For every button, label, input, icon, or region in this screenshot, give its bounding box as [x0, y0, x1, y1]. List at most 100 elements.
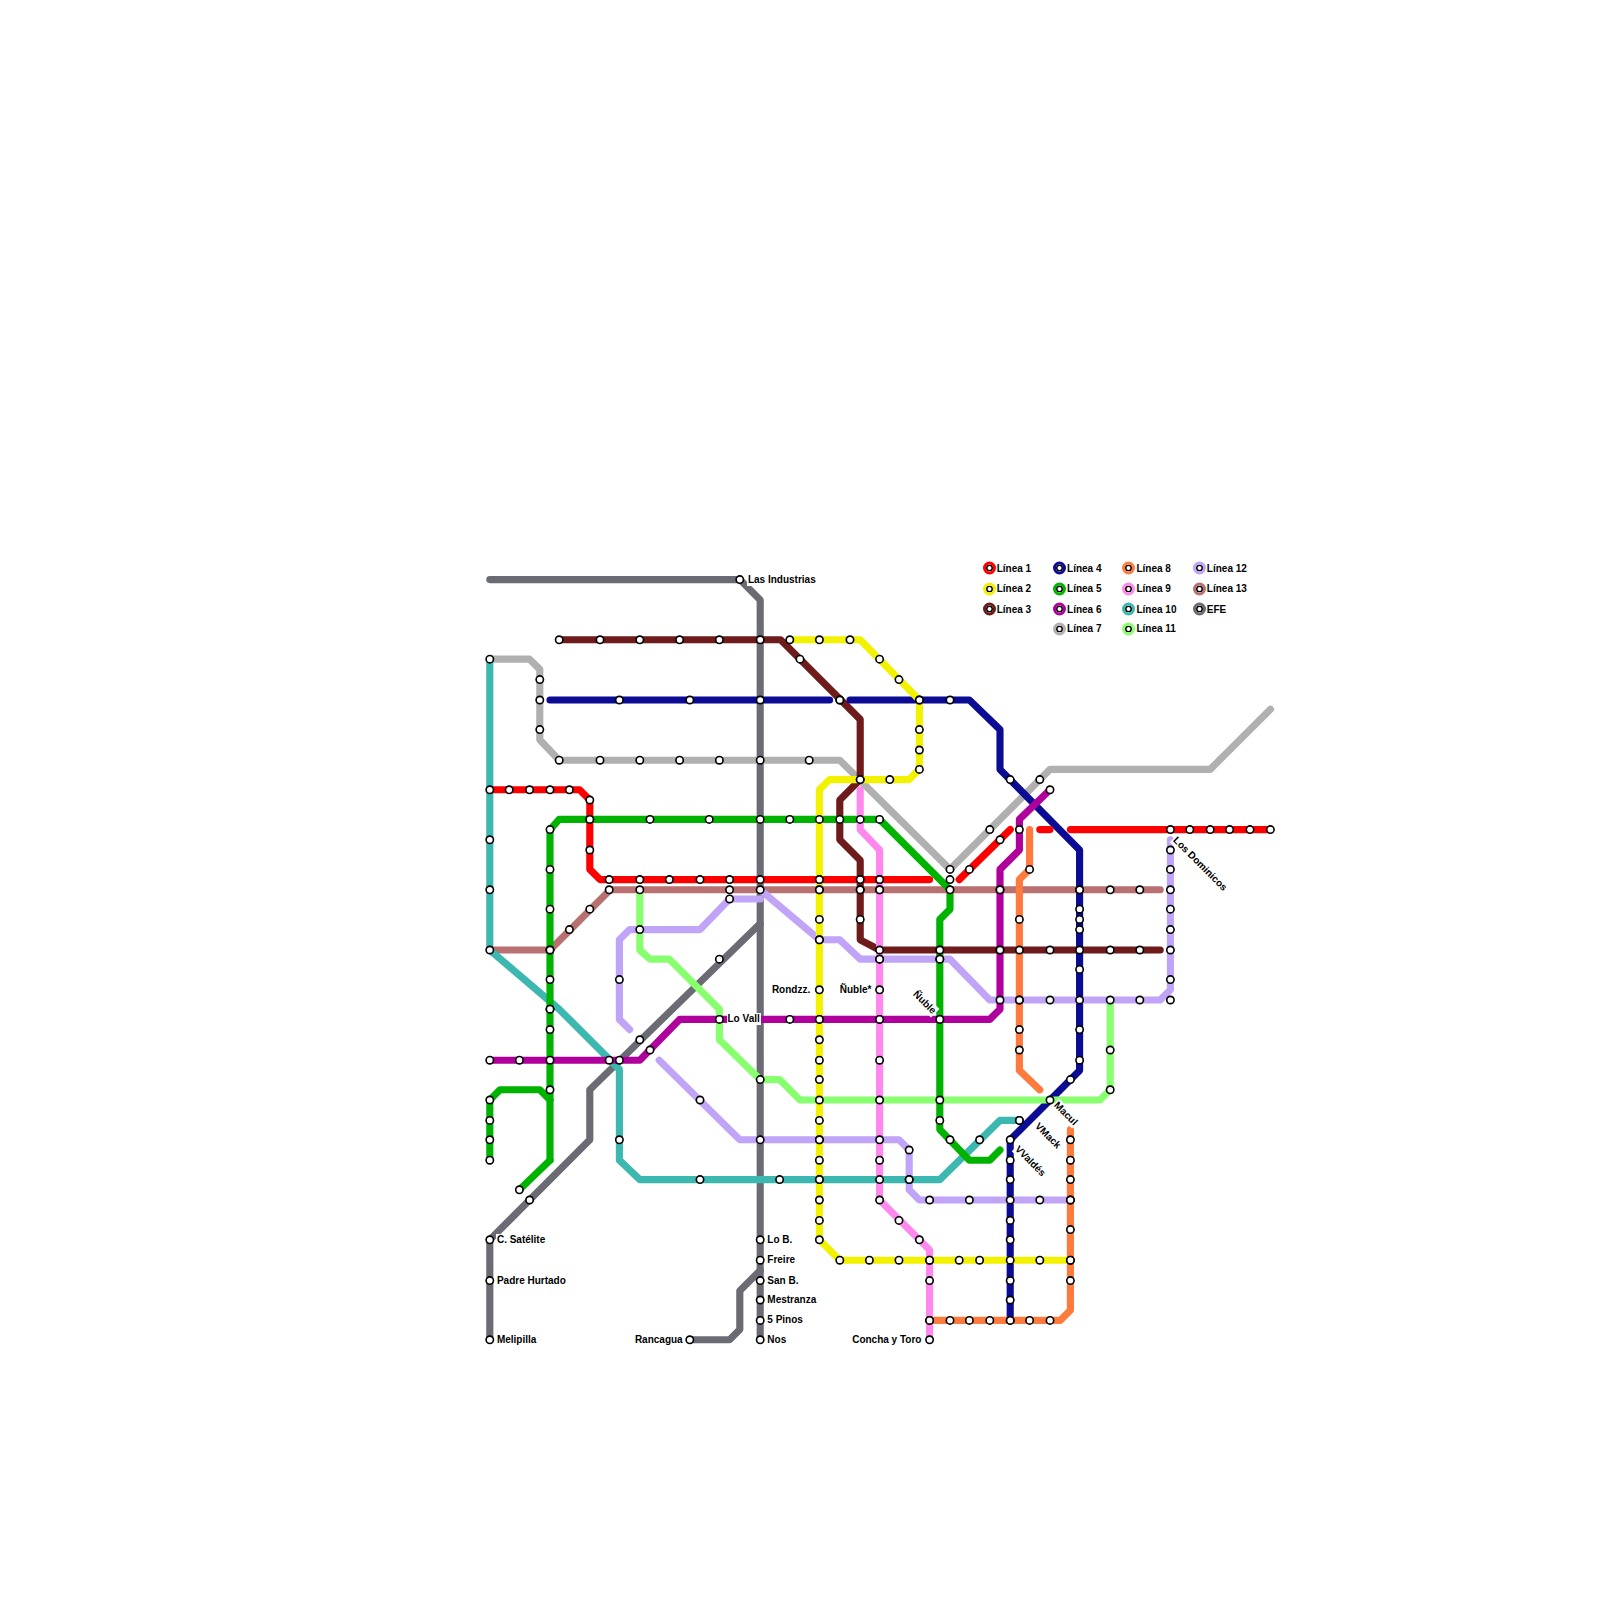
station-dot	[1107, 1046, 1114, 1053]
legend-entry: Línea 2	[983, 582, 1031, 595]
station-dot	[716, 1016, 723, 1023]
station-dot	[895, 1217, 902, 1224]
station-dot	[1167, 996, 1174, 1003]
legend-entry: Línea 12	[1193, 562, 1247, 575]
stations	[486, 576, 1274, 1344]
station-dot	[616, 1057, 623, 1064]
station-dot	[757, 1296, 764, 1303]
station-dot	[1007, 1317, 1014, 1324]
station-dot	[836, 696, 843, 703]
station-dot	[1036, 776, 1043, 783]
legend-entry: Línea 6	[1053, 603, 1101, 616]
station-dot	[546, 976, 553, 983]
station-dot	[616, 1136, 623, 1143]
station-dot	[1046, 1096, 1053, 1103]
route-lines	[490, 580, 1271, 1340]
station-dot	[1167, 906, 1174, 913]
station-dot	[836, 696, 843, 703]
station-dot	[1167, 846, 1174, 853]
station-dot	[876, 956, 883, 963]
station-dot	[757, 876, 764, 883]
station-dot	[1067, 1257, 1074, 1264]
route-line	[490, 580, 760, 1340]
station-dot	[816, 876, 823, 883]
station-dot	[586, 846, 593, 853]
station-label: VMack	[1031, 1120, 1063, 1152]
station-dot	[1007, 1176, 1014, 1183]
station-dot	[876, 816, 883, 823]
station-label: Los Dominicos	[1170, 834, 1231, 895]
station-dot	[1046, 786, 1053, 793]
station-dot	[1007, 1236, 1014, 1243]
station-dot	[936, 1016, 943, 1023]
station-label: Freire	[766, 1254, 796, 1266]
station-dot	[526, 1196, 533, 1203]
station-dot	[486, 1136, 493, 1143]
station-dot	[606, 1057, 613, 1064]
station-dot	[876, 1136, 883, 1143]
station-dot	[946, 876, 953, 883]
legend-text: Línea 9	[1136, 583, 1170, 595]
station-dot	[546, 1006, 553, 1013]
legend-swatch	[1053, 582, 1066, 595]
station-dot	[486, 1117, 493, 1124]
station-dot	[857, 886, 864, 893]
station-dot	[546, 826, 553, 833]
station-label: Rondzz.	[771, 984, 811, 996]
station-dot	[646, 816, 653, 823]
station-dot	[786, 636, 793, 643]
station-dot	[696, 876, 703, 883]
station-dot	[816, 1076, 823, 1083]
station-dot	[556, 757, 563, 764]
station-dot	[816, 816, 823, 823]
route-line	[1070, 826, 1270, 833]
station-dot	[916, 726, 923, 733]
route-line	[1040, 826, 1050, 833]
route-line	[619, 899, 760, 1030]
station-dot	[486, 1096, 493, 1103]
station-dot	[1226, 826, 1233, 833]
station-dot	[726, 876, 733, 883]
station-dot	[816, 1016, 823, 1023]
legend-entry: Línea 11	[1122, 622, 1175, 635]
route-line	[550, 696, 830, 703]
station-dot	[757, 757, 764, 764]
station-dot	[696, 1176, 703, 1183]
station-dot	[976, 1257, 983, 1264]
station-dot	[776, 1176, 783, 1183]
station-dot	[816, 986, 823, 993]
station-dot	[1067, 1277, 1074, 1284]
station-dot	[486, 786, 493, 793]
station-dot	[486, 886, 493, 893]
station-dot	[816, 1057, 823, 1064]
station-dot	[866, 1257, 873, 1264]
station-dot	[566, 786, 573, 793]
station-dot	[676, 636, 683, 643]
station-dot	[1076, 996, 1083, 1003]
station-dot	[876, 876, 883, 883]
station-dot	[506, 786, 513, 793]
station-dot	[966, 1196, 973, 1203]
station-dot	[1007, 1157, 1014, 1164]
station-dot	[757, 1317, 764, 1324]
station-dot	[936, 1016, 943, 1023]
station-dot	[986, 826, 993, 833]
station-dot	[546, 946, 553, 953]
station-dot	[786, 816, 793, 823]
station-dot	[606, 876, 613, 883]
station-dot	[1016, 1026, 1023, 1033]
station-dot	[757, 1076, 764, 1083]
station-dot	[636, 886, 643, 893]
station-dot	[706, 816, 713, 823]
station-dot	[1026, 866, 1033, 873]
station-dot	[1067, 1176, 1074, 1183]
station-dot	[1167, 866, 1174, 873]
station-dot	[946, 1317, 953, 1324]
station-label: C. Satélite	[496, 1234, 546, 1246]
station-dot	[1136, 996, 1143, 1003]
station-dot	[1107, 946, 1114, 953]
station-dot	[1016, 826, 1023, 833]
station-dot	[1067, 1076, 1074, 1083]
legend-entry: Línea 13	[1193, 582, 1247, 595]
